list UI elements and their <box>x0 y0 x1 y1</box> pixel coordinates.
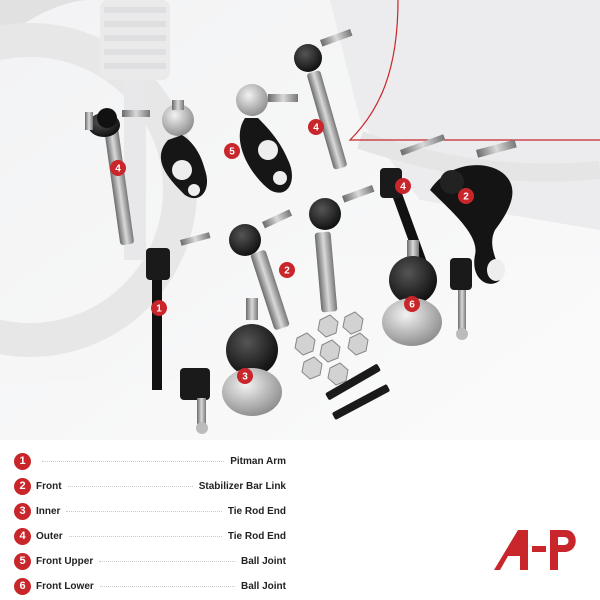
legend-position: Front Upper <box>36 555 94 567</box>
legend-number: 5 <box>14 552 31 570</box>
legend-part-name: Ball Joint <box>240 580 286 592</box>
leader-dots <box>67 485 193 487</box>
pitman-arm <box>430 139 517 284</box>
ball-joint-lower-left <box>222 298 282 416</box>
callout-number: 4 <box>115 164 121 175</box>
legend-number: 3 <box>14 502 31 520</box>
legend-part-name: Ball Joint <box>240 555 286 567</box>
ball-joint-upper-left <box>160 100 208 199</box>
callout-markers: 4 5 4 4 2 1 2 3 6 <box>110 119 474 384</box>
callout-badge: 4 <box>110 160 126 176</box>
legend-row: 3 Inner Tie Rod End <box>14 502 286 520</box>
tie-rod-end-left <box>85 108 150 246</box>
callout-badge: 4 <box>395 178 411 194</box>
callout-number: 2 <box>284 266 290 277</box>
hardware-nuts-bolts <box>294 311 369 386</box>
stabilizer-link-left <box>146 232 211 434</box>
legend-part-name: Tie Rod End <box>227 530 286 542</box>
legend-number: 2 <box>14 477 31 495</box>
leader-dots <box>99 585 235 587</box>
leader-dots <box>68 535 222 537</box>
callout-badge: 3 <box>237 368 253 384</box>
callout-badge: 5 <box>224 143 240 159</box>
product-photo: 4 5 4 4 2 1 2 3 6 <box>0 0 600 440</box>
callout-number: 3 <box>242 372 248 383</box>
legend-position: Outer <box>36 530 63 542</box>
legend-row: 5 Front Upper Ball Joint <box>14 552 286 570</box>
tie-rod-end-top <box>294 29 353 170</box>
legend-part-name: Stabilizer Bar Link <box>198 480 286 492</box>
leader-dots <box>99 560 235 562</box>
callout-number: 5 <box>229 147 235 158</box>
callout-number: 2 <box>463 192 469 203</box>
callout-number: 4 <box>313 123 319 134</box>
legend-row: 2 Front Stabilizer Bar Link <box>14 477 286 495</box>
legend-row: 6 Front Lower Ball Joint <box>14 577 286 595</box>
ball-joint-lower-right <box>382 240 442 346</box>
accent-arc <box>348 0 600 141</box>
bolts <box>325 364 390 420</box>
ball-joint-upper-right <box>236 84 298 193</box>
legend-number: 1 <box>14 452 31 470</box>
inner-tie-rod-right <box>309 185 375 313</box>
legend-number: 6 <box>14 577 31 595</box>
legend-number: 4 <box>14 527 31 545</box>
a-premium-logo-icon <box>494 530 576 570</box>
parts-legend: 1 Pitman Arm 2 Front Stabilizer Bar Link… <box>0 440 600 600</box>
leader-dots <box>42 460 225 462</box>
callout-number: 4 <box>400 182 406 193</box>
callout-number: 1 <box>156 304 162 315</box>
callout-badge: 6 <box>404 296 420 312</box>
legend-part-name: Pitman Arm <box>230 455 286 467</box>
leader-dots <box>66 510 222 512</box>
legend-position: Inner <box>36 505 61 517</box>
callout-badge: 4 <box>308 119 324 135</box>
inner-tie-rod-center <box>229 209 293 330</box>
legend-position: Front <box>36 480 62 492</box>
callout-badge: 1 <box>151 300 167 316</box>
callout-number: 6 <box>409 300 415 311</box>
callout-badge: 2 <box>458 188 474 204</box>
legend-row: 4 Outer Tie Rod End <box>14 527 286 545</box>
legend-row: 1 Pitman Arm <box>14 452 286 470</box>
legend-position: Front Lower <box>36 580 94 592</box>
callout-badge: 2 <box>279 262 295 278</box>
legend-part-name: Tie Rod End <box>227 505 286 517</box>
